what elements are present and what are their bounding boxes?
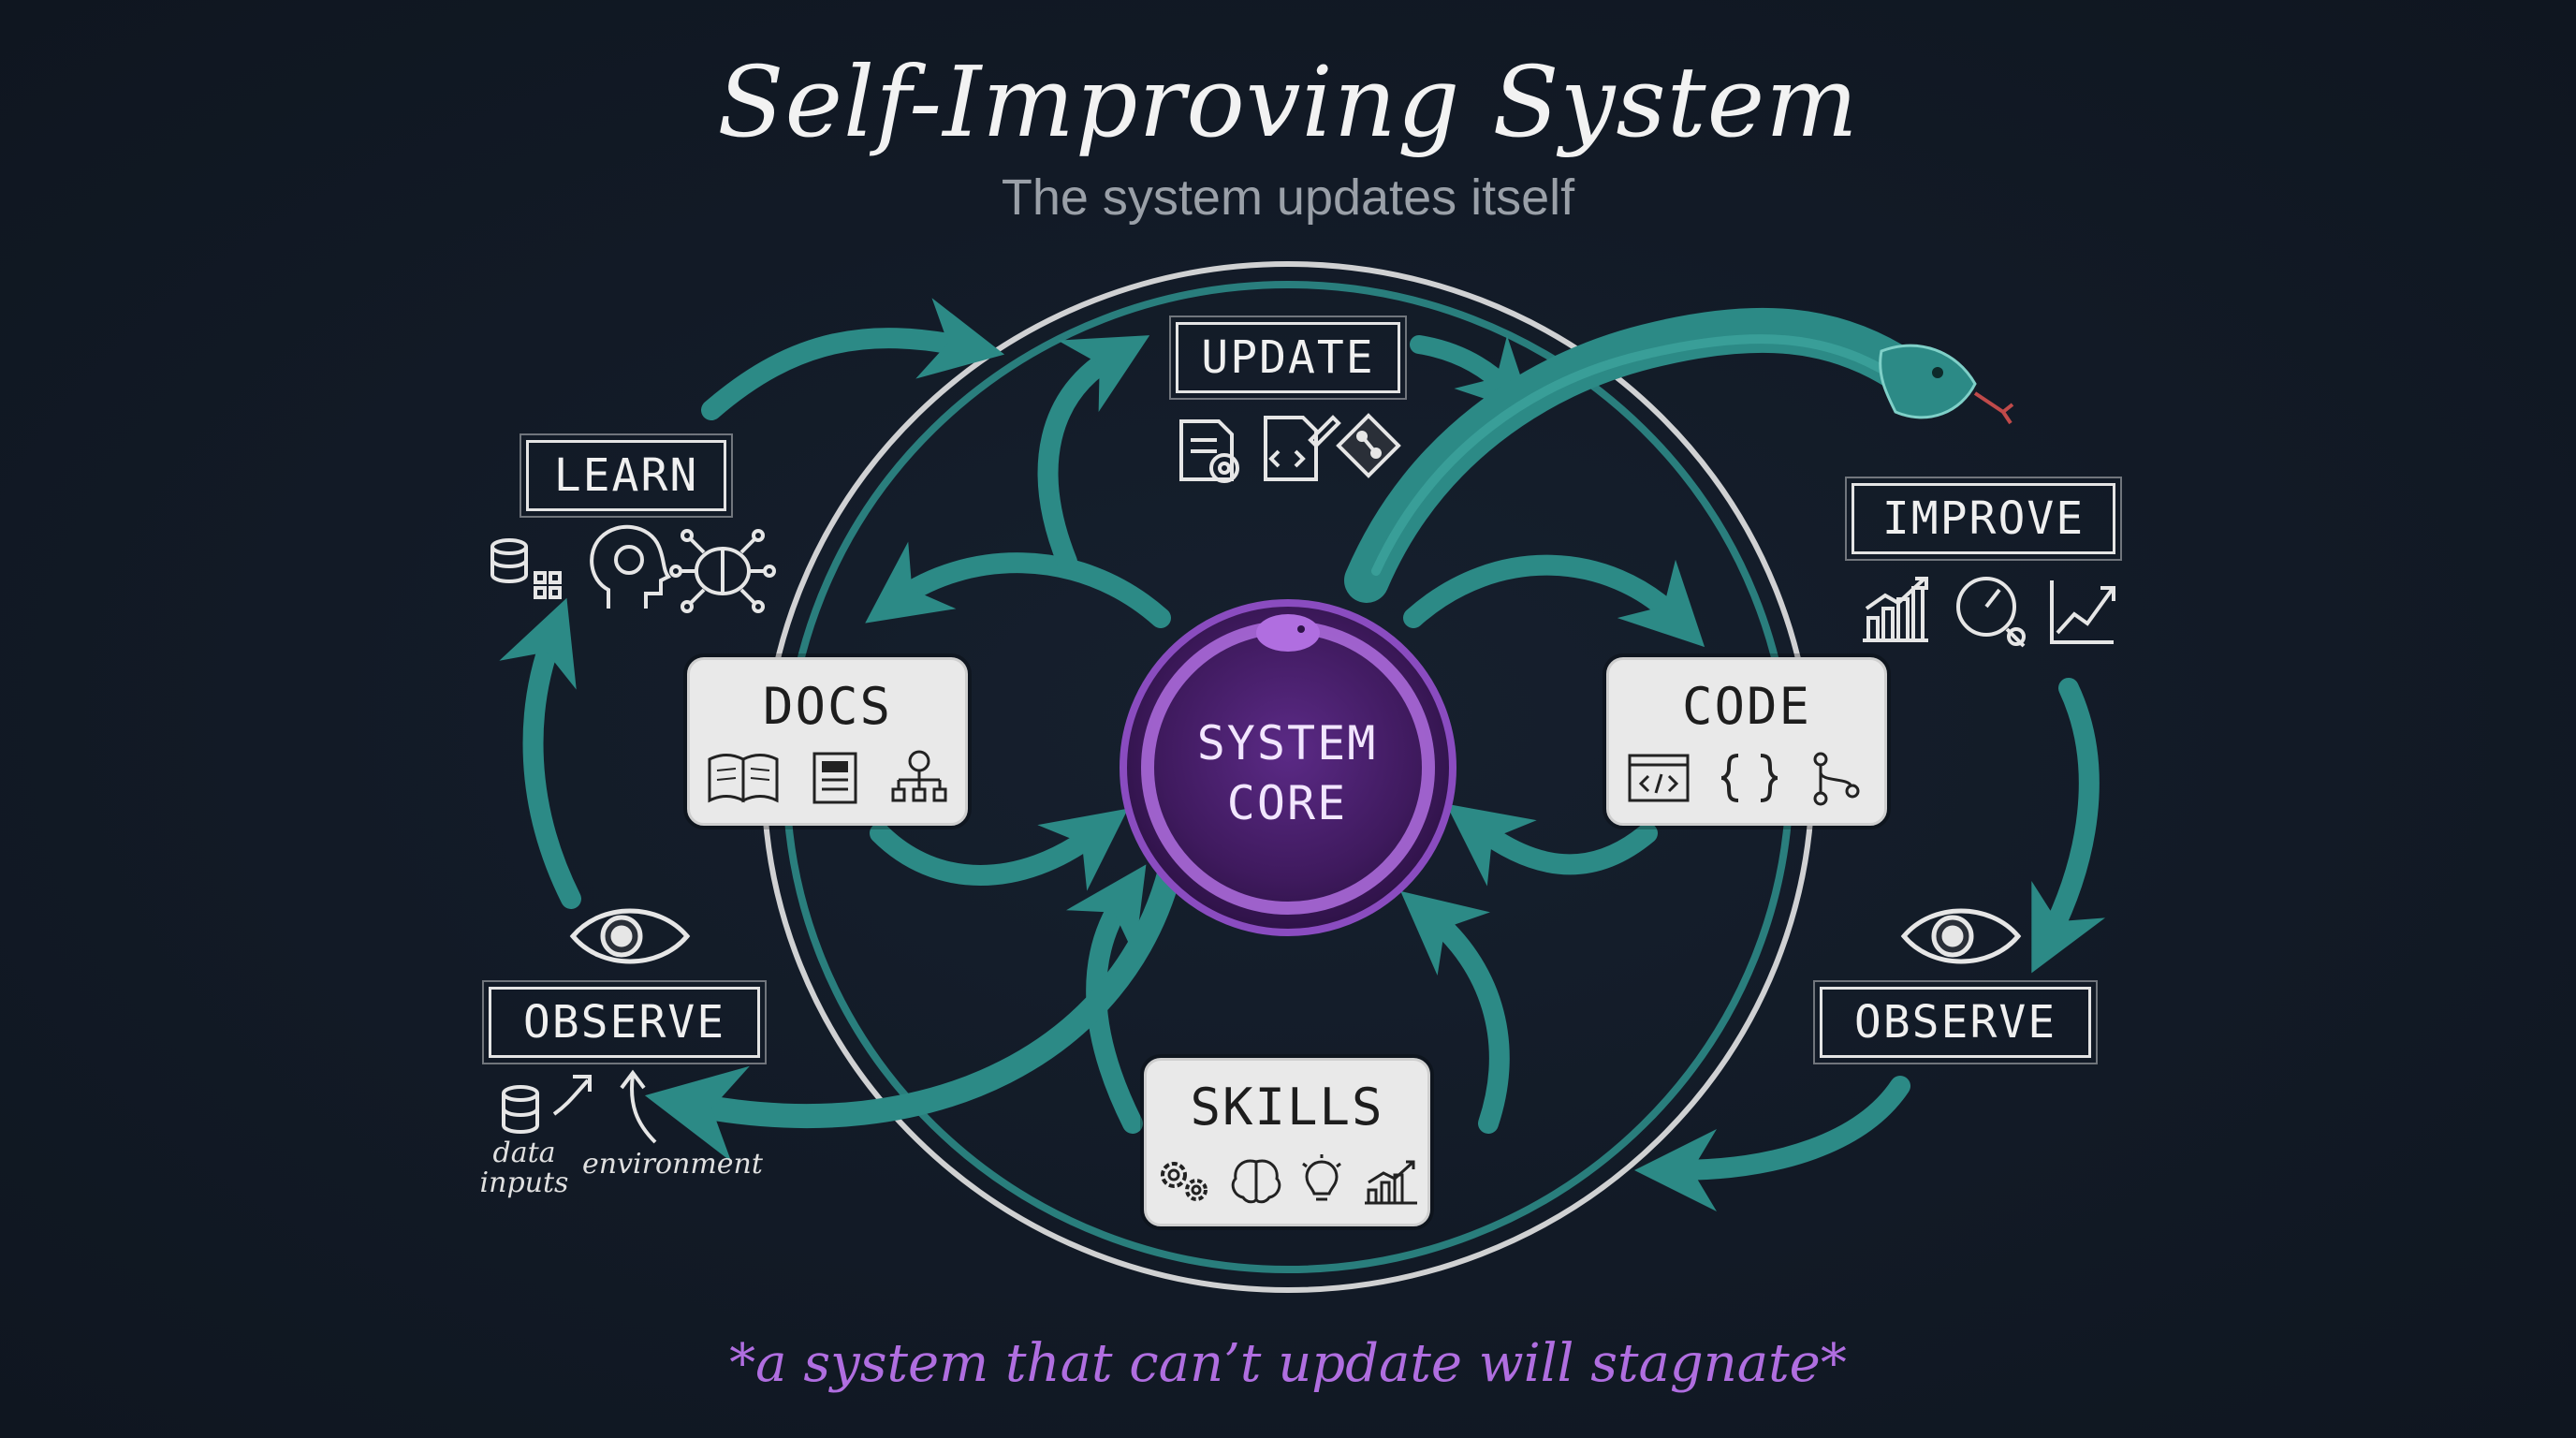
gears-icon — [1161, 1162, 1208, 1201]
document-icon — [812, 752, 857, 804]
arrow-code-to-core — [1445, 803, 1658, 887]
diagram-tagline: *a system that can’t update will stagnat… — [729, 1333, 1847, 1394]
arrow-skills-right-to-core — [1400, 890, 1510, 1134]
arrow-improve-to-observe — [2031, 678, 2106, 974]
card-code-title: CODE — [1681, 677, 1812, 736]
braces-icon — [1720, 754, 1778, 802]
lightbulb-icon — [1302, 1154, 1341, 1201]
arrow-observe-to-skills — [1634, 1076, 1910, 1211]
code-window-icon — [1628, 754, 1690, 802]
core-circle — [1120, 599, 1456, 936]
card-docs-title: DOCS — [762, 677, 893, 736]
system-core-label: SYSTEM CORE — [1161, 713, 1413, 833]
arrow-update-to-improve — [1410, 335, 1534, 416]
stage-observe-left-label: OBSERVE — [482, 980, 767, 1064]
core-line-2: CORE — [1226, 776, 1348, 830]
arrow-core-to-observe-left — [644, 858, 1182, 1162]
stage-learn-label: LEARN — [520, 433, 733, 518]
stage-observe-right-label: OBSERVE — [1813, 980, 2098, 1064]
arrow-core-to-docs — [865, 541, 1171, 628]
git-branch-icon — [1813, 752, 1860, 806]
brain-icon — [1231, 1159, 1281, 1204]
diagram-subtitle: The system updates itself — [1001, 169, 1575, 226]
core-snake-head-icon — [1256, 614, 1320, 652]
card-skills-title: SKILLS — [1190, 1078, 1384, 1137]
arrow-learn-to-update — [701, 298, 1005, 420]
data-inputs-note: data inputs — [479, 1137, 569, 1199]
arrow-observe-to-learn — [499, 597, 581, 909]
arrow-core-to-code — [1403, 554, 1705, 648]
diagram-title: Self-Improving System — [717, 45, 1859, 159]
card-docs: DOCS — [687, 657, 968, 826]
environment-note: environment — [582, 1148, 763, 1181]
growth-chart-icon — [1365, 1160, 1417, 1205]
arrow-core-to-update — [1037, 335, 1150, 572]
snake-body-highlight — [1371, 334, 1895, 576]
snake-head-icon — [1879, 344, 2014, 425]
card-skills: SKILLS — [1144, 1058, 1430, 1226]
open-book-icon — [708, 754, 779, 803]
core-line-1: SYSTEM — [1196, 716, 1378, 770]
snake-body — [1344, 307, 1923, 603]
stage-update-label: UPDATE — [1169, 315, 1407, 400]
arrow-docs-to-core — [870, 808, 1129, 891]
card-code: CODE — [1606, 657, 1887, 826]
hierarchy-icon — [891, 750, 947, 802]
stage-improve-label: IMPROVE — [1845, 477, 2122, 561]
